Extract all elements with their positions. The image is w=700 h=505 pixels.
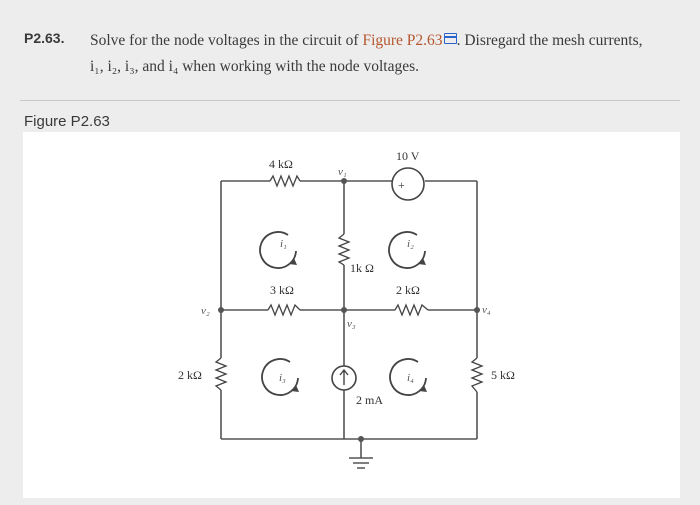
divider xyxy=(20,100,680,101)
plus-sign: + xyxy=(398,178,405,192)
label-2ma: 2 mA xyxy=(356,393,383,407)
label-v3: v₃ xyxy=(347,318,356,330)
arrowhead-i2-icon xyxy=(418,258,426,265)
label-v2: v₂ xyxy=(201,305,210,317)
circuit-figure xyxy=(23,132,680,498)
label-r-5k: 5 kΩ xyxy=(491,368,515,382)
problem-text: Solve for the node voltages in the circu… xyxy=(90,28,690,80)
label-i1: i₁ xyxy=(280,238,287,250)
node-v3 xyxy=(341,307,347,313)
current-source-2ma xyxy=(331,365,357,391)
problem-text-start: Solve for the node voltages in the circu… xyxy=(90,32,363,49)
figure-title: Figure P2.63 xyxy=(24,113,110,130)
resistor-5k xyxy=(470,357,484,393)
label-r-2k-mid: 2 kΩ xyxy=(396,283,420,297)
label-v4: v₄ xyxy=(482,304,491,316)
node-v1 xyxy=(341,178,347,184)
label-v1: v₁ xyxy=(338,166,347,178)
problem-text-line2: i₁, i₂, i₃, and i₄ when working with the… xyxy=(90,58,419,75)
label-r-2k-left: 2 kΩ xyxy=(178,368,202,382)
resistor-2k-left xyxy=(214,357,228,391)
arrowhead-i4-icon xyxy=(419,385,427,392)
node-v2 xyxy=(218,307,224,313)
label-r-3k: 3 kΩ xyxy=(270,283,294,297)
resistor-1k xyxy=(337,233,351,266)
problem-number: P2.63. xyxy=(24,30,65,46)
resistor-3k xyxy=(267,303,301,317)
label-i4: i₄ xyxy=(407,372,414,384)
label-10v: 10 V xyxy=(396,149,420,163)
node-v4 xyxy=(474,307,480,313)
arrow-up-icon xyxy=(339,368,349,385)
arrowhead-i3-icon xyxy=(291,385,299,392)
figure-link[interactable]: Figure P2.63 xyxy=(362,32,443,49)
label-r-4k: 4 kΩ xyxy=(269,157,293,171)
label-r-1k: 1k Ω xyxy=(350,261,374,275)
node-ground xyxy=(358,436,364,442)
label-i2: i₂ xyxy=(407,238,414,250)
open-figure-icon[interactable] xyxy=(443,33,457,44)
resistor-2k-mid xyxy=(394,303,429,317)
resistor-4k xyxy=(269,174,301,188)
voltage-source-10v: + xyxy=(391,167,425,201)
arrowhead-i1-icon xyxy=(289,258,297,265)
label-i3: i₃ xyxy=(279,372,286,384)
problem-text-end: . Disregard the mesh currents, xyxy=(456,32,643,49)
mesh-current-arrows xyxy=(259,231,427,396)
ground-icon xyxy=(349,457,373,469)
